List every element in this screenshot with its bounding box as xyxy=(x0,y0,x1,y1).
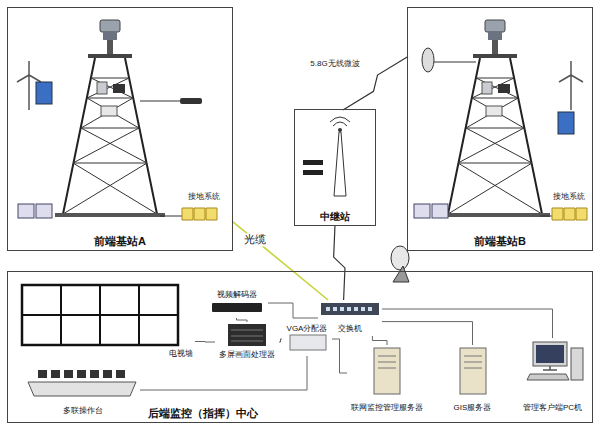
wireless-link xyxy=(334,225,345,300)
processor-slots xyxy=(231,330,263,341)
multi-screen-processor xyxy=(228,324,266,346)
tv-wall: 电视墙 xyxy=(22,283,195,361)
tower xyxy=(440,20,550,217)
cable-link xyxy=(140,356,307,390)
solar-panel xyxy=(36,82,52,104)
server: GIS服务器 xyxy=(445,345,500,415)
optical-transceiver xyxy=(180,98,202,104)
node-label: 前端基站A xyxy=(94,235,146,248)
node-label: 视频解码器 xyxy=(217,290,257,300)
station-box: 前端基站B xyxy=(408,8,592,250)
station-box: 前端基站A xyxy=(8,8,232,250)
tv-wall-grid xyxy=(22,285,178,345)
monitor-stand xyxy=(543,366,557,370)
link-label: 5.8G无线微波 xyxy=(308,59,361,69)
ground-box xyxy=(552,208,587,220)
wind-turbine xyxy=(559,61,583,110)
microwave-dish xyxy=(422,48,434,72)
control-center: 后端监控（指挥）中心 电视墙多联操作台 视频解码器多屏画面处理器 VGA分配器交换机联… xyxy=(8,272,592,422)
relay-box: 中继站 xyxy=(295,110,375,225)
server: 联网监控管理服务器 xyxy=(347,345,427,415)
server-case xyxy=(460,348,486,394)
grounding-label: 接地系统 xyxy=(551,192,587,202)
vga-splitter xyxy=(290,335,326,350)
antenna-tip xyxy=(338,128,342,132)
radio-waves xyxy=(330,117,350,126)
switch xyxy=(321,303,379,315)
battery xyxy=(414,204,430,218)
node-label: 前端基站B xyxy=(474,235,526,248)
pc-monitor xyxy=(533,342,567,366)
console-desk xyxy=(28,382,136,396)
node-label: 管理客户端PC机 xyxy=(523,403,582,413)
pc-screen xyxy=(536,345,564,363)
link-label: 光缆 xyxy=(242,233,268,246)
battery xyxy=(36,204,52,218)
grounding-label: 接地系统 xyxy=(186,192,222,202)
fiber-link xyxy=(232,221,328,300)
console-monitors xyxy=(38,370,125,378)
dish-stand xyxy=(393,266,409,282)
ground-wire xyxy=(540,216,552,217)
node-label: 中继站 xyxy=(320,211,350,223)
ground-box xyxy=(182,208,217,220)
relay-antenna xyxy=(334,132,346,196)
solar-panel xyxy=(558,112,574,134)
cable-link xyxy=(237,318,248,322)
cable-link xyxy=(382,322,473,345)
relay-device xyxy=(303,170,323,175)
operation-console: 多联操作台 xyxy=(25,362,140,418)
switch-ports xyxy=(326,307,372,311)
cable-link xyxy=(279,339,282,342)
client-pc: 管理客户端PC机 xyxy=(519,338,586,415)
video-decoder xyxy=(212,303,262,312)
video-decoder: 视频解码器 xyxy=(205,288,268,318)
battery xyxy=(18,204,34,218)
tower xyxy=(55,20,165,217)
pc-tower xyxy=(571,348,583,380)
node-label: 电视墙 xyxy=(169,349,193,359)
vga-splitter: VGA分配器 xyxy=(282,322,332,356)
keyboard xyxy=(527,374,569,380)
ground-wire xyxy=(160,216,182,217)
node-label: VGA分配器 xyxy=(287,324,328,334)
cable-link xyxy=(268,303,318,318)
relay-device xyxy=(303,160,323,165)
cable xyxy=(140,101,180,102)
node-label: 后端监控（指挥）中心 xyxy=(148,407,258,420)
cable-link xyxy=(382,309,553,338)
microwave-dish xyxy=(391,246,409,270)
battery xyxy=(432,204,448,218)
node-label: 交换机 xyxy=(338,324,362,334)
network-switch: 交换机 xyxy=(318,300,382,336)
server-bays xyxy=(464,356,482,368)
cable-link xyxy=(372,336,387,345)
node-label: GIS服务器 xyxy=(454,403,492,413)
cable-link xyxy=(332,339,347,373)
server-case xyxy=(374,348,400,394)
cable-link xyxy=(195,341,215,343)
tv-wall xyxy=(22,285,178,345)
dish-mount xyxy=(434,62,476,63)
node-label: 多联操作台 xyxy=(63,406,103,416)
screen-processor: 多屏画面处理器 xyxy=(215,322,279,362)
server-bays xyxy=(378,356,396,368)
node-label: 联网监控管理服务器 xyxy=(351,403,423,413)
node-label: 多屏画面处理器 xyxy=(219,350,275,360)
